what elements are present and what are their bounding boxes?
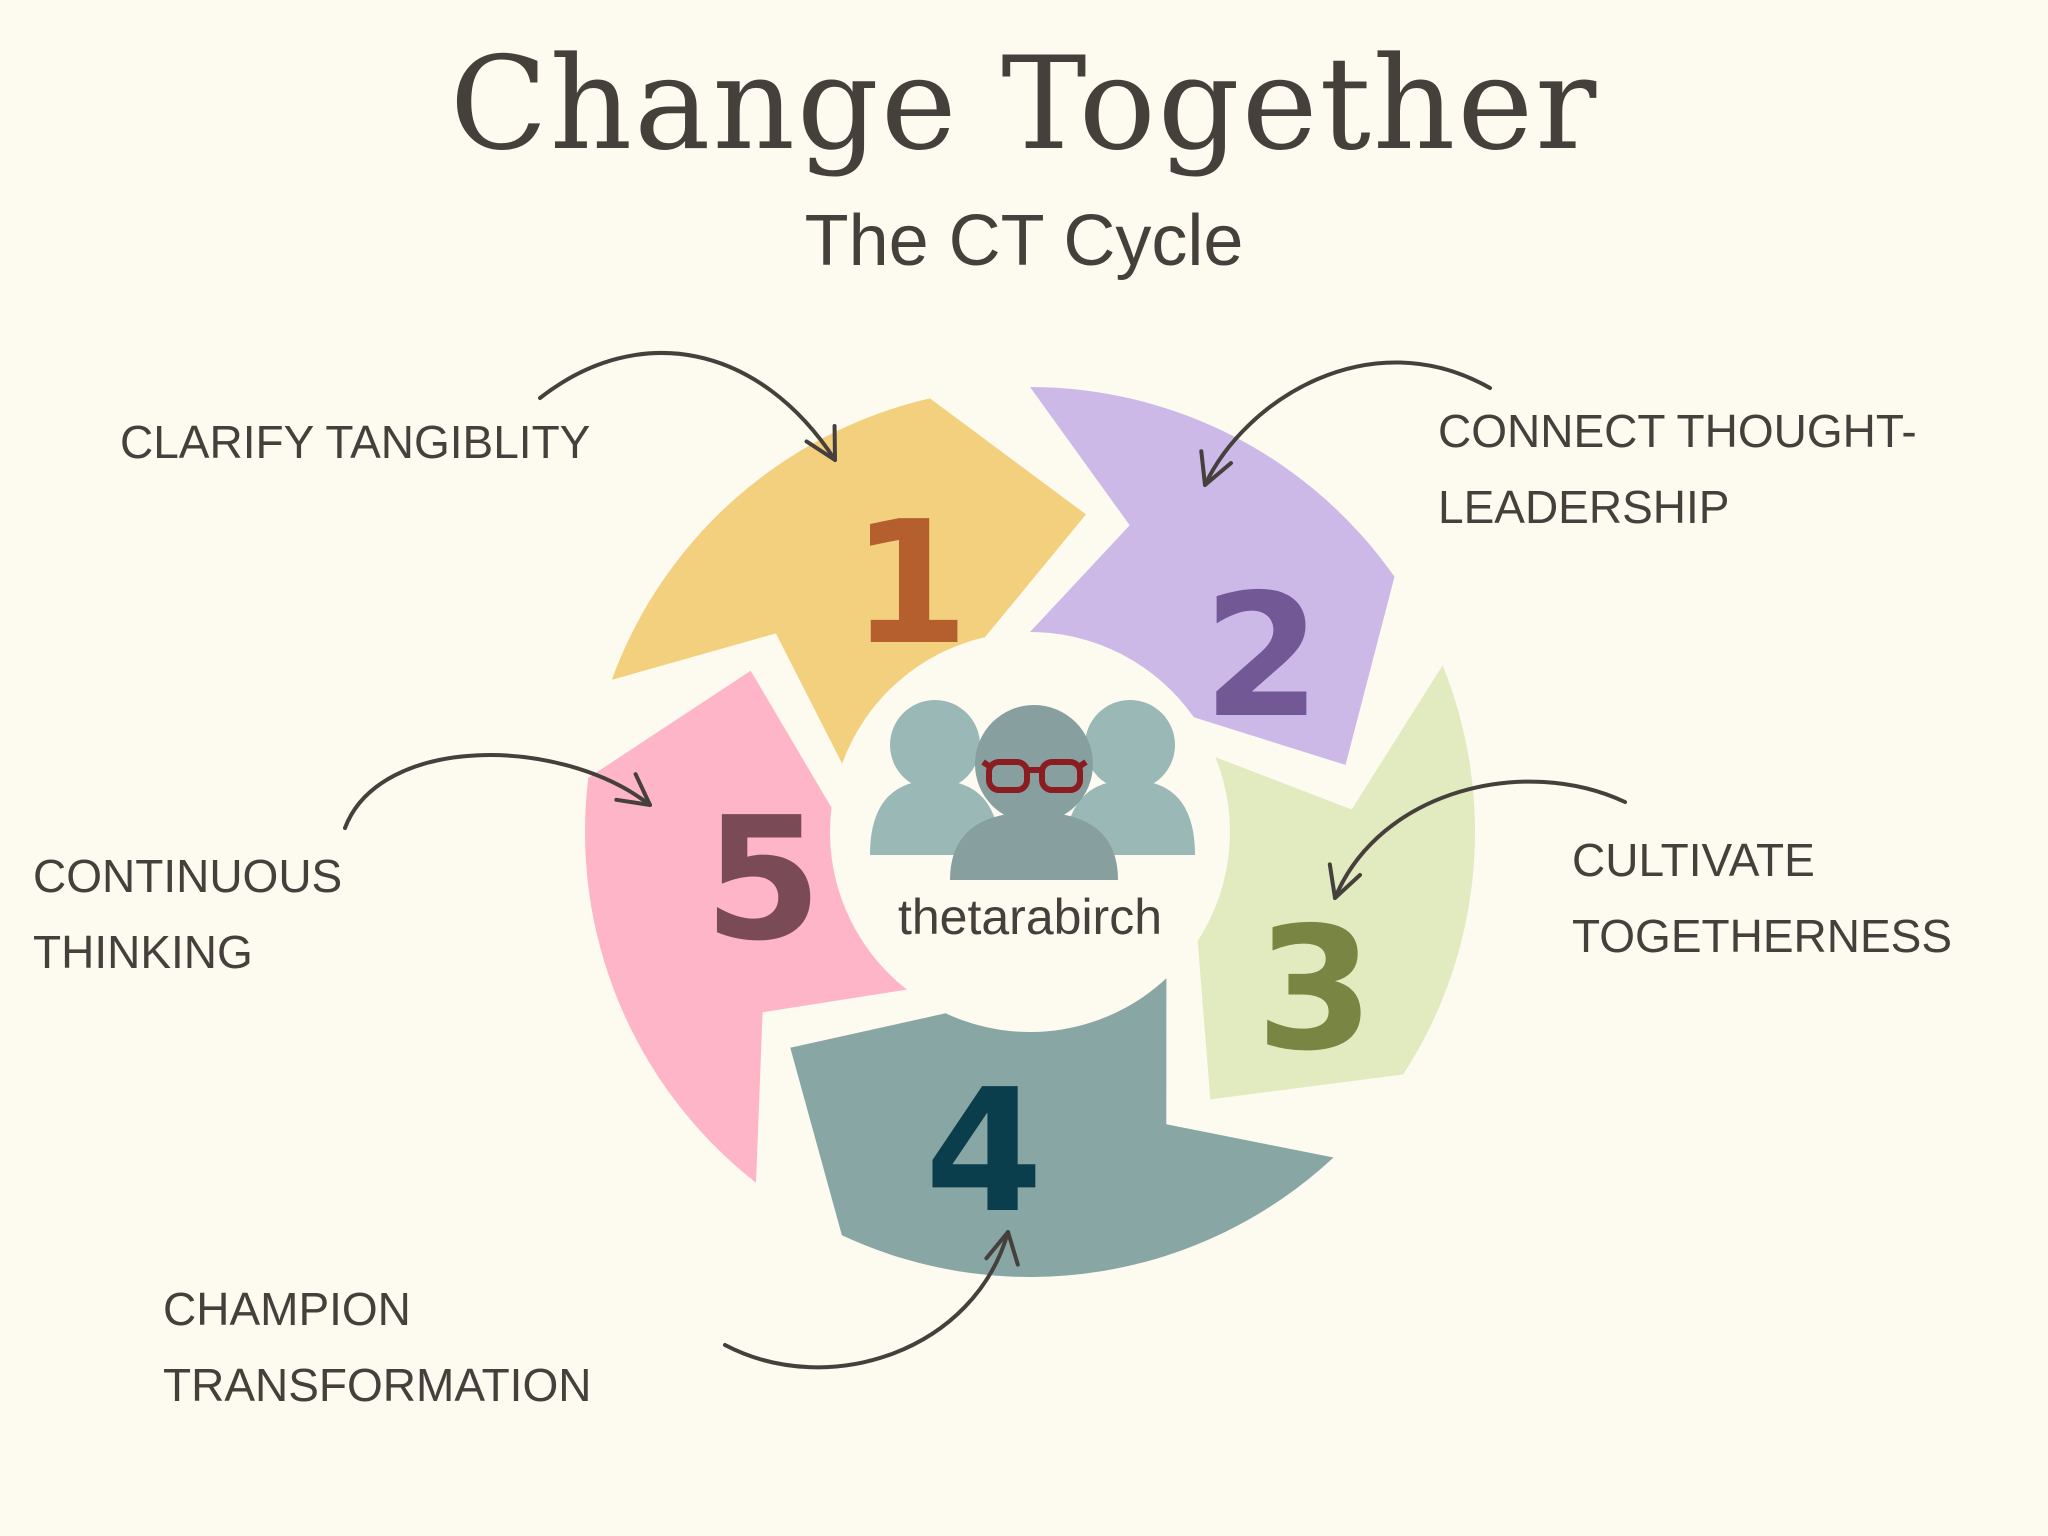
step-label-5: CONTINUOUS THINKING bbox=[33, 838, 342, 990]
arrow-step-3 bbox=[1333, 779, 1627, 900]
people-group-icon bbox=[870, 700, 1195, 880]
title: Change Together bbox=[449, 30, 1599, 179]
arrow-step-1 bbox=[538, 351, 837, 462]
step-label-line: TRANSFORMATION bbox=[163, 1359, 592, 1411]
step-label-line: LEADERSHIP bbox=[1438, 481, 1730, 533]
step-label-4: CHAMPION TRANSFORMATION bbox=[163, 1271, 591, 1423]
step-number-3: 3 bbox=[1256, 891, 1374, 1089]
step-label-line: CONTINUOUS bbox=[33, 850, 343, 902]
step-label-line: CHAMPION bbox=[163, 1283, 411, 1335]
step-label-line: CLARIFY TANGIBLITY bbox=[120, 416, 591, 468]
step-number-2: 2 bbox=[1203, 558, 1321, 756]
glasses-icon bbox=[981, 759, 1088, 793]
cycle-segment-4 bbox=[790, 978, 1334, 1278]
step-label-line: TOGETHERNESS bbox=[1572, 910, 1952, 962]
step-label-line: CONNECT THOUGHT- bbox=[1438, 405, 1917, 457]
arrowhead-step-5 bbox=[614, 772, 652, 807]
arrowhead-step-2 bbox=[1199, 449, 1233, 487]
cycle-segment-3 bbox=[1197, 665, 1476, 1100]
arrow-step-5 bbox=[343, 753, 652, 830]
cycle-segment-1 bbox=[611, 398, 1086, 764]
step-label-2: CONNECT THOUGHT- LEADERSHIP bbox=[1438, 393, 1917, 545]
subtitle: The CT Cycle bbox=[804, 201, 1244, 281]
arrow-step-4 bbox=[723, 1230, 1010, 1370]
step-label-1: CLARIFY TANGIBLITY bbox=[120, 404, 590, 480]
arrowhead-step-1 bbox=[804, 424, 837, 462]
arrowhead-step-3 bbox=[1327, 862, 1363, 900]
step-number-4: 4 bbox=[925, 1053, 1043, 1251]
arrow-step-2 bbox=[1203, 360, 1492, 487]
step-label-3: CULTIVATE TOGETHERNESS bbox=[1572, 822, 1952, 974]
cycle-segment-5 bbox=[584, 670, 907, 1183]
step-number-5: 5 bbox=[704, 781, 822, 979]
step-label-line: CULTIVATE bbox=[1572, 834, 1815, 886]
arrowhead-step-4 bbox=[984, 1230, 1020, 1267]
cycle-segment-2 bbox=[1030, 387, 1395, 765]
center-handle: thetarabirch bbox=[897, 889, 1163, 945]
step-label-line: THINKING bbox=[33, 926, 253, 978]
step-number-1: 1 bbox=[851, 485, 969, 683]
